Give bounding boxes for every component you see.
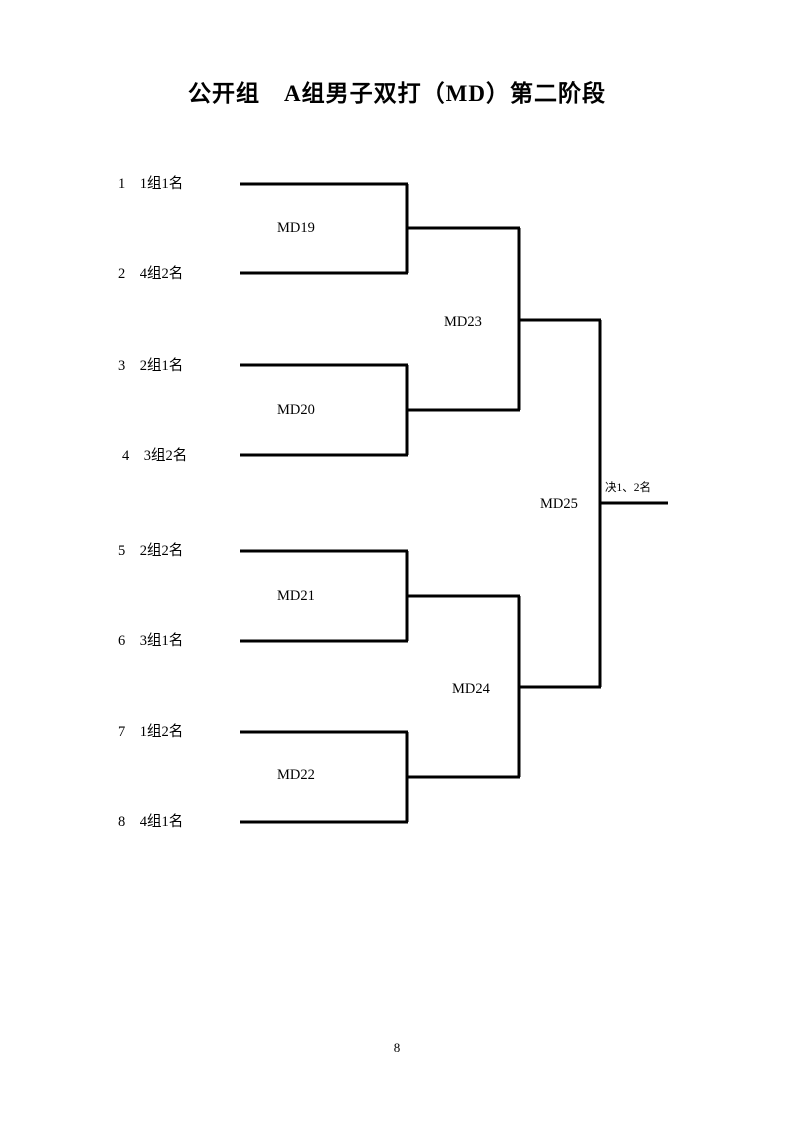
match-label-md19: MD19 [277,220,315,236]
match-label-md25: MD25 [540,496,578,512]
match-label-md22: MD22 [277,767,315,783]
match-label-md24: MD24 [452,681,490,697]
final-outcome-label: 决1、2名 [605,482,651,494]
seed-entry-4: 4 3组2名 [122,448,188,464]
seed-entry-6: 6 3组1名 [118,633,184,649]
match-label-md21: MD21 [277,588,315,604]
seed-entry-1: 1 1组1名 [118,176,184,192]
page-number: 8 [393,1040,401,1055]
page-title: 公开组 A组男子双打（MD）第二阶段 [188,81,606,106]
seed-entry-2: 2 4组2名 [118,266,184,282]
seed-entry-8: 8 4组1名 [118,814,184,830]
seed-entry-5: 5 2组2名 [118,543,184,559]
match-label-md20: MD20 [277,402,315,418]
match-label-md23: MD23 [444,314,482,330]
seed-entry-3: 3 2组1名 [118,358,184,374]
seed-entry-7: 7 1组2名 [118,724,184,740]
